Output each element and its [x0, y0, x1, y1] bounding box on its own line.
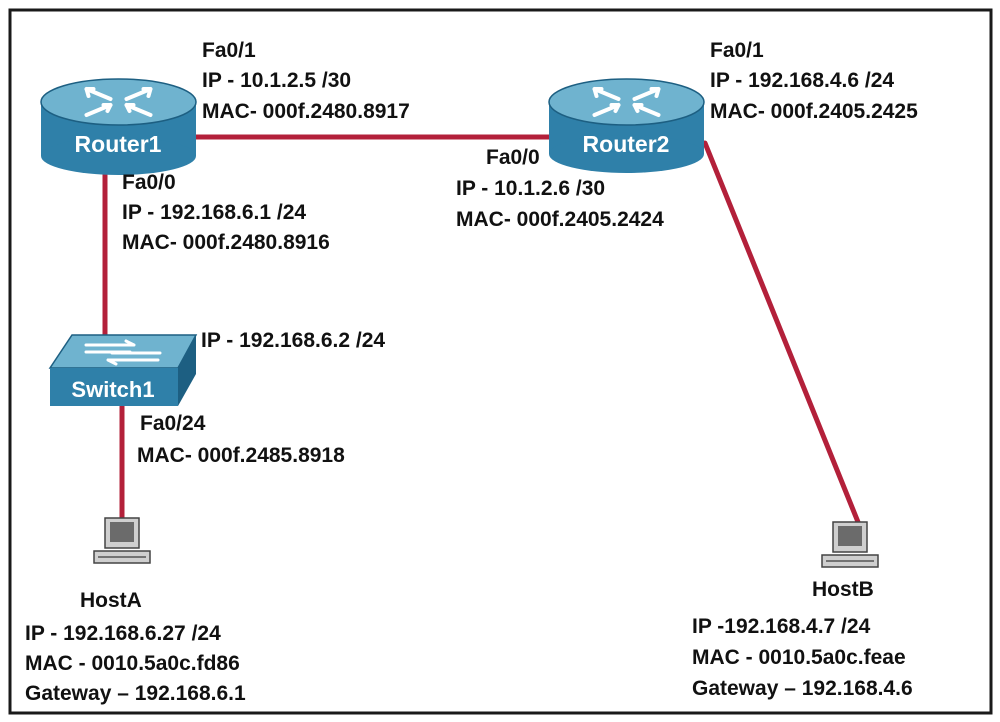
ip-label: IP - 10.1.2.6 /30 [456, 177, 605, 200]
mac-label: MAC- 000f.2485.8918 [137, 444, 345, 467]
switch1-info: IP - 192.168.6.2 /24 Fa0/24 MAC- 000f.24… [137, 329, 385, 467]
router1-label: Router1 [75, 131, 162, 157]
interface-label: Fa0/1 [202, 39, 256, 62]
router2-fa00-info: Fa0/0 IP - 10.1.2.6 /30 MAC- 000f.2405.2… [456, 146, 664, 231]
mac-label: MAC- 000f.2405.2424 [456, 208, 664, 231]
mac-label: MAC- 000f.2405.2425 [710, 100, 918, 123]
switch-icon [48, 334, 198, 406]
gateway-label: Gateway – 192.168.6.1 [25, 682, 246, 705]
hostb-info: IP -192.168.4.7 /24 MAC - 0010.5a0c.feae… [692, 615, 913, 700]
switch1-node[interactable]: Switch1 [48, 334, 198, 406]
router1-fa01-info: Fa0/1 IP - 10.1.2.5 /30 MAC- 000f.2480.8… [202, 39, 410, 123]
router2-node[interactable]: Router2 [548, 78, 705, 173]
link-router2-hostb [702, 140, 861, 525]
mac-label: MAC - 0010.5a0c.fd86 [25, 652, 240, 675]
ip-label: IP - 10.1.2.5 /30 [202, 69, 351, 92]
ip-label: IP - 192.168.6.27 /24 [25, 622, 221, 645]
hostb-label: HostB [812, 578, 874, 601]
mac-label: MAC- 000f.2480.8917 [202, 100, 410, 123]
hostb-node[interactable]: HostB [812, 521, 879, 601]
router1-fa00-info: Fa0/0 IP - 192.168.6.1 /24 MAC- 000f.248… [122, 171, 330, 254]
hosta-info: IP - 192.168.6.27 /24 MAC - 0010.5a0c.fd… [25, 622, 246, 705]
interface-label: Fa0/0 [122, 171, 176, 194]
gateway-label: Gateway – 192.168.4.6 [692, 677, 913, 700]
router-icon [40, 78, 197, 175]
mac-label: MAC - 0010.5a0c.feae [692, 646, 906, 669]
hosta-label: HostA [80, 589, 142, 612]
interface-label: Fa0/1 [710, 39, 764, 62]
pc-icon [93, 517, 151, 564]
links [102, 134, 861, 525]
pc-icon [821, 521, 879, 568]
interface-label: Fa0/24 [140, 412, 206, 435]
router2-label: Router2 [583, 131, 670, 157]
router1-node[interactable]: Router1 [40, 78, 197, 175]
switch1-label: Switch1 [71, 377, 154, 402]
router2-fa01-info: Fa0/1 IP - 192.168.4.6 /24 MAC- 000f.240… [710, 39, 918, 123]
ip-label: IP -192.168.4.7 /24 [692, 615, 871, 638]
router-icon [548, 78, 705, 173]
interface-label: Fa0/0 [486, 146, 540, 169]
ip-label: IP - 192.168.6.2 /24 [201, 329, 385, 352]
hosta-node[interactable]: HostA [80, 517, 151, 612]
ip-label: IP - 192.168.6.1 /24 [122, 201, 306, 224]
mac-label: MAC- 000f.2480.8916 [122, 231, 330, 254]
ip-label: IP - 192.168.4.6 /24 [710, 69, 894, 92]
